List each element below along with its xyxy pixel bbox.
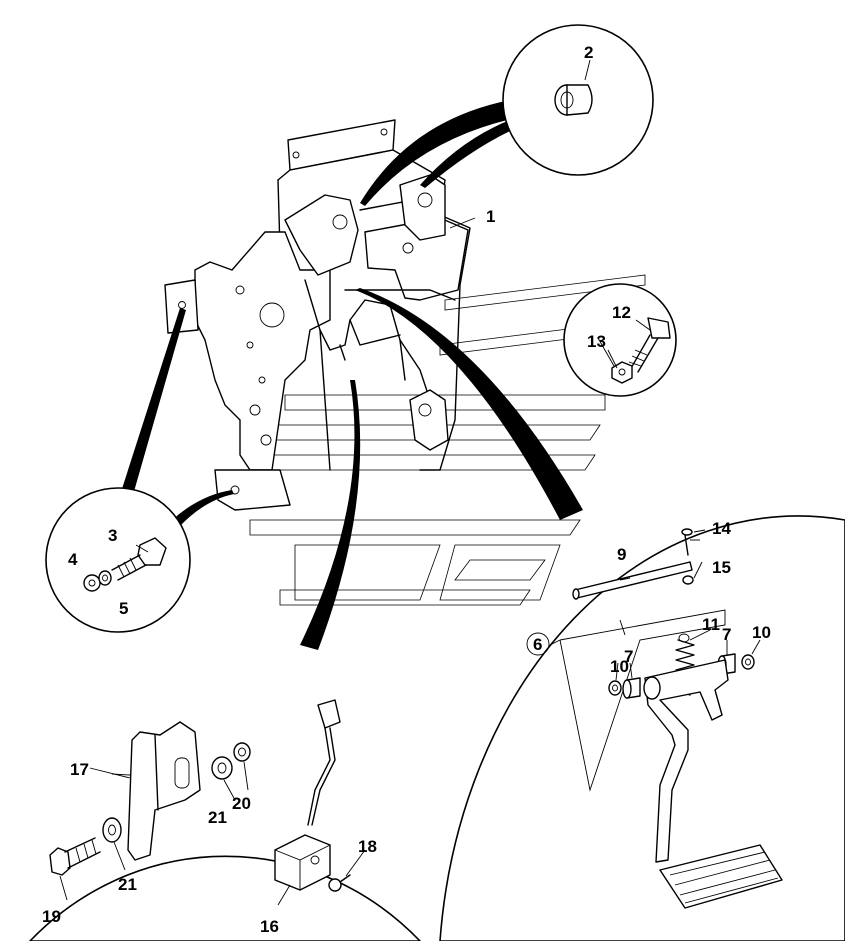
label-part-7-left: 7: [624, 647, 633, 666]
leader-to-detail-3b: [172, 490, 234, 526]
bushing-icon: [554, 84, 593, 116]
label-part-4: 4: [68, 550, 78, 569]
brake-pedal-icon: [643, 659, 783, 909]
leader-to-detail-2b: [420, 120, 512, 188]
label-part-10-left: 10: [610, 657, 629, 676]
label-part-11: 11: [702, 615, 720, 634]
leader-to-detail-16: [300, 380, 361, 650]
label-part-10-right: 10: [752, 623, 771, 642]
detail-callout-3-4-5: [45, 487, 191, 633]
cotter-pin-14-icon: [681, 528, 693, 556]
pedal-bracket-assembly: [164, 119, 471, 511]
washer-10-left-icon: [608, 680, 622, 696]
label-part-7-right: 7: [722, 625, 731, 644]
leader-to-detail-2a: [360, 100, 515, 206]
bolt-19-icon: [49, 837, 101, 876]
label-part-13: 13: [587, 332, 606, 351]
label-leaders: [59, 217, 761, 906]
label-part-21-lower: 21: [118, 875, 137, 894]
leader-to-detail-3a: [120, 308, 186, 495]
label-part-6: 6: [533, 635, 542, 654]
label-part-20: 20: [232, 794, 251, 813]
pin-9-icon: [572, 561, 693, 600]
label-part-12: 12: [612, 303, 631, 322]
label-part-2: 2: [584, 43, 593, 62]
detail-callout-pedal: [439, 515, 845, 941]
washer-10-right-icon: [741, 654, 755, 670]
watermark-logo: [249, 274, 646, 606]
washer-21-lower-icon: [102, 817, 122, 843]
bracket-17-icon: [127, 721, 201, 861]
label-part-1: 1: [486, 207, 495, 226]
detail-callout-2: [502, 24, 654, 176]
label-6-circle: [526, 632, 550, 656]
label-part-5: 5: [119, 599, 128, 618]
bushing-7-left-icon: [622, 677, 641, 699]
detail-callout-12-13: [563, 283, 677, 397]
leader-to-detail-6: [355, 288, 583, 520]
clip-15-icon: [682, 575, 694, 585]
washer-4-icon: [83, 574, 101, 592]
label-part-21-upper: 21: [208, 808, 227, 827]
switch-16-icon: [274, 699, 341, 891]
label-part-16: 16: [260, 917, 279, 936]
label-part-19: 19: [42, 907, 61, 926]
detail-callout-switch: [28, 699, 422, 941]
washer-5-icon: [98, 570, 112, 586]
label-part-18: 18: [358, 837, 377, 856]
label-part-3: 3: [108, 526, 117, 545]
leader-lines: [120, 100, 583, 650]
label-part-14: 14: [712, 519, 731, 538]
screw-18-icon: [328, 874, 351, 892]
bolt-3-icon: [111, 537, 167, 581]
washer-20-icon: [233, 742, 251, 762]
label-part-17: 17: [70, 760, 89, 779]
bolt-12-icon: [628, 317, 671, 373]
part-number-labels: 1 2 3 4 5 6 7 7 9 10 10 11 12 13 14 15 1…: [42, 43, 771, 936]
washer-21-upper-icon: [211, 756, 233, 780]
label-part-9: 9: [617, 545, 626, 564]
label-part-15: 15: [712, 558, 731, 577]
